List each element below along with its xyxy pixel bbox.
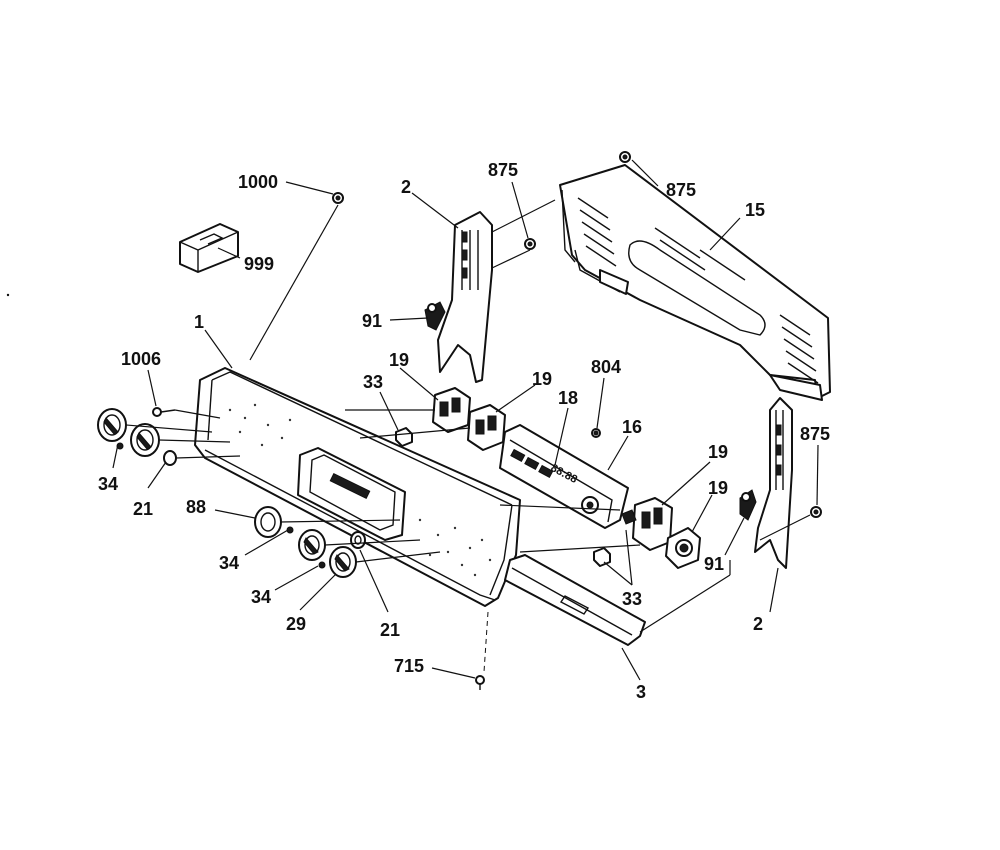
clip-part-33-top [395, 427, 413, 447]
rear-panel-part-15 [559, 164, 831, 401]
label-19-d: 19 [708, 478, 728, 498]
panel-texture [228, 403, 492, 577]
label-21-b: 21 [380, 620, 400, 640]
screw-875-top [524, 238, 536, 250]
knob-part-29 [329, 546, 357, 578]
screw-715 [475, 675, 485, 690]
screw-875-right-top [619, 151, 631, 163]
side-bracket-part-2-top [437, 211, 493, 383]
label-16: 16 [622, 417, 642, 437]
registration-dot [6, 293, 10, 297]
label-21-a: 21 [133, 499, 153, 519]
label-715: 715 [394, 656, 424, 676]
label-33-top: 33 [363, 372, 383, 392]
side-bracket-part-2-right [754, 397, 793, 569]
label-18: 18 [558, 388, 578, 408]
label-875-right: 875 [800, 424, 830, 444]
block-part-999 [179, 223, 239, 273]
knob-part-34-b [130, 423, 160, 457]
label-875-right-top: 875 [666, 180, 696, 200]
control-board-part-18: 88:88 [499, 424, 629, 529]
knob-part-34-a [97, 408, 127, 442]
ring-part-21-b [350, 531, 366, 549]
clip-part-91-right [739, 489, 757, 521]
label-1000: 1000 [238, 172, 278, 192]
knob-part-34-c [298, 529, 326, 561]
label-19-b: 19 [532, 369, 552, 389]
screw-1000 [332, 192, 344, 204]
label-999: 999 [244, 254, 274, 274]
callout-leaders [112, 159, 819, 681]
screw-804 [591, 428, 601, 438]
label-34-c: 34 [251, 587, 271, 607]
label-2-top: 2 [401, 177, 411, 197]
clip-part-91-left [424, 301, 446, 331]
label-1: 1 [194, 312, 204, 332]
label-3: 3 [636, 682, 646, 702]
label-19-a: 19 [389, 350, 409, 370]
label-91-left: 91 [362, 311, 382, 331]
label-15: 15 [745, 200, 765, 220]
screw-875-right [810, 506, 822, 518]
callout-labels: 1000 999 2 875 875 15 91 1 1006 19 19 33… [98, 160, 830, 702]
label-804: 804 [591, 357, 621, 377]
label-875-top: 875 [488, 160, 518, 180]
clip-part-33-bottom [593, 547, 611, 567]
switch-part-19-c [632, 497, 673, 551]
switch-part-19-a [432, 387, 471, 433]
trim-strip-part-3 [504, 554, 646, 646]
switch-part-19-d [665, 527, 701, 569]
label-34-a: 34 [98, 474, 118, 494]
label-34-b: 34 [219, 553, 239, 573]
vent-slots [577, 197, 819, 384]
assembly-lines [125, 199, 811, 673]
clip-part-33-mid [621, 509, 637, 525]
label-88: 88 [186, 497, 206, 517]
label-2-bottom: 2 [753, 614, 763, 634]
knob-part-88 [254, 506, 282, 538]
label-19-c: 19 [708, 442, 728, 462]
switch-part-19-b [467, 404, 506, 451]
screw-1006 [152, 407, 176, 417]
label-91-right: 91 [704, 554, 724, 574]
console-panel-part-1 [194, 367, 521, 607]
label-33-bottom: 33 [622, 589, 642, 609]
label-1006: 1006 [121, 349, 161, 369]
label-29: 29 [286, 614, 306, 634]
